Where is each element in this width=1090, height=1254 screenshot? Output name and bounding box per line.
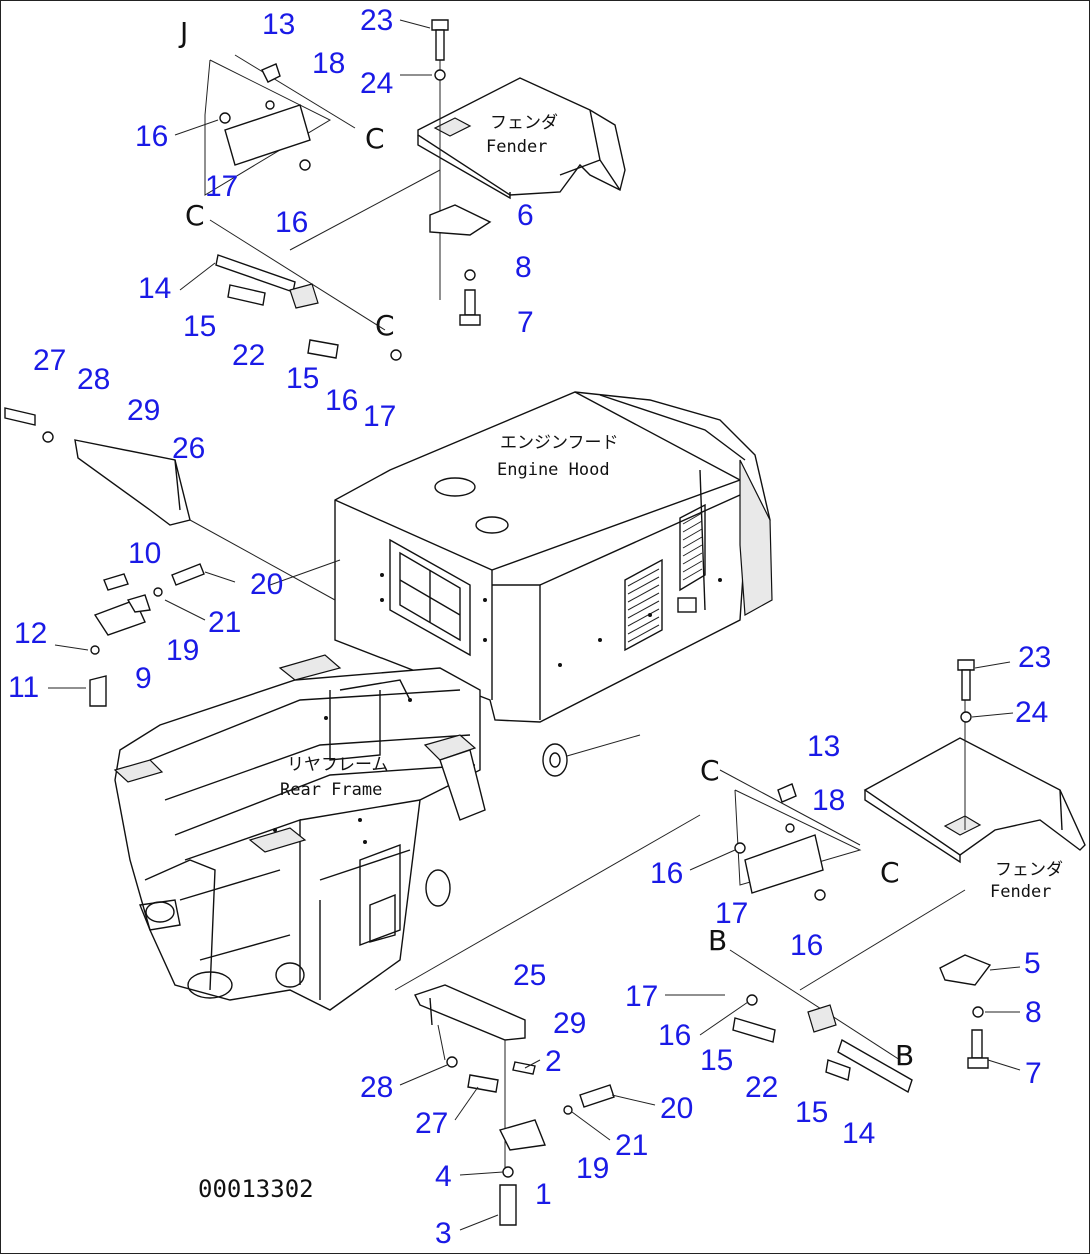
small-parts <box>4 19 992 1226</box>
engine-hood-grille-left <box>624 558 663 652</box>
callout-numbers: 13 18 16 17 16 23 24 6 8 7 14 15 22 15 1… <box>8 4 1051 1250</box>
callout-15-right-a: 15 <box>700 1044 733 1077</box>
section-letter-c-1: C <box>365 122 385 155</box>
callout-15-right-b: 15 <box>795 1096 828 1129</box>
callout-22-right: 22 <box>745 1071 778 1104</box>
callout-16-top-right: 16 <box>275 206 308 239</box>
rear-frame: リヤフレーム Rear Frame <box>113 654 641 1011</box>
engine-hood-label-en: Engine Hood <box>497 460 610 480</box>
callout-17-top: 17 <box>205 170 238 203</box>
section-letter-c-2: C <box>185 199 205 232</box>
callout-8-top: 8 <box>515 251 532 284</box>
callout-20-left: 20 <box>250 568 283 601</box>
fender-top-label-en: Fender <box>486 137 547 157</box>
callout-20-bottom: 20 <box>660 1092 693 1125</box>
callout-13-right: 13 <box>807 730 840 763</box>
callout-14-right: 14 <box>842 1117 875 1150</box>
callout-19-left: 19 <box>166 634 199 667</box>
fender-top-label-jp: フェンダ <box>490 113 558 133</box>
callout-15-top-right: 15 <box>286 362 319 395</box>
callout-29-bottom: 29 <box>553 1007 586 1040</box>
callout-19-bottom: 19 <box>576 1152 609 1185</box>
callout-15-top-left: 15 <box>183 310 216 343</box>
callout-16-top-left: 16 <box>135 120 168 153</box>
callout-21-left: 21 <box>208 606 241 639</box>
section-letter-c-5: C <box>880 856 900 889</box>
callout-22-top: 22 <box>232 339 265 372</box>
callout-24-right: 24 <box>1015 696 1048 729</box>
callout-3: 3 <box>435 1217 452 1250</box>
callout-25: 25 <box>513 959 546 992</box>
section-letter-c-3: C <box>375 309 395 342</box>
callout-6: 6 <box>517 199 534 232</box>
callout-11: 11 <box>8 671 39 704</box>
callout-2: 2 <box>545 1045 562 1078</box>
callout-26: 26 <box>172 432 205 465</box>
callout-24-top: 24 <box>360 67 393 100</box>
fender-right: フェンダ Fender <box>863 737 1086 902</box>
callout-28-left: 28 <box>77 363 110 396</box>
callout-17-right-b: 17 <box>625 980 658 1013</box>
callout-12: 12 <box>14 617 47 650</box>
engine-hood: エンジンフード Engine Hood <box>334 391 773 723</box>
callout-16-right-b: 16 <box>790 929 823 962</box>
engine-hood-grille-right <box>679 503 706 592</box>
callout-7-top: 7 <box>517 306 534 339</box>
callout-23-right: 23 <box>1018 641 1051 674</box>
callout-leaders <box>48 19 1021 1231</box>
section-letter-b-2: B <box>895 1039 914 1072</box>
callout-10: 10 <box>128 537 161 570</box>
callout-17-mid: 17 <box>363 400 396 433</box>
engine-hood-label-jp: エンジンフード <box>500 433 619 453</box>
fender-right-label-jp: フェンダ <box>995 860 1063 880</box>
section-letters: J C C C C C B B b <box>178 16 914 1072</box>
callout-21-bottom: 21 <box>615 1129 648 1162</box>
rear-frame-label-jp: リヤフレーム <box>287 755 389 775</box>
callout-13-top: 13 <box>262 8 295 41</box>
callout-29-left: 29 <box>127 394 160 427</box>
callout-18-top: 18 <box>312 47 345 80</box>
rear-frame-label-en: Rear Frame <box>280 780 382 800</box>
callout-7-right: 7 <box>1025 1057 1042 1090</box>
callout-28-bottom: 28 <box>360 1071 393 1104</box>
callout-4: 4 <box>435 1160 452 1193</box>
callout-17-right-a: 17 <box>715 897 748 930</box>
section-letter-b-1: B <box>708 924 727 957</box>
callout-23-top: 23 <box>360 4 393 37</box>
callout-9: 9 <box>135 662 152 695</box>
callout-18-right: 18 <box>812 784 845 817</box>
fender-top: フェンダ Fender <box>417 77 626 200</box>
callout-27-bottom: 27 <box>415 1107 448 1140</box>
callout-16-mid: 16 <box>325 384 358 417</box>
callout-8-right: 8 <box>1025 996 1042 1029</box>
callout-5: 5 <box>1024 947 1041 980</box>
section-letter-c-4: C <box>700 754 720 787</box>
callout-1: 1 <box>535 1178 552 1211</box>
callout-16-right-c: 16 <box>658 1019 691 1052</box>
callout-14-top: 14 <box>138 272 171 305</box>
section-letter-j: J <box>178 16 188 49</box>
drawing-number: 00013302 <box>198 1175 314 1203</box>
callout-16-right-a: 16 <box>650 857 683 890</box>
fender-right-label-en: Fender <box>990 882 1051 902</box>
callout-27-left: 27 <box>33 344 66 377</box>
